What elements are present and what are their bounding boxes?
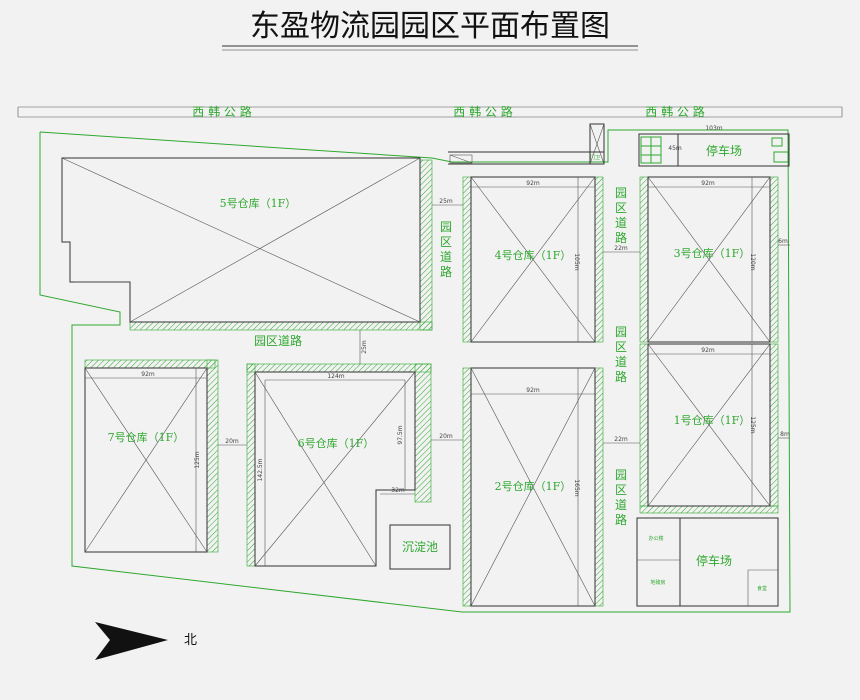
dim-6-124: 124m: [327, 373, 344, 380]
dim-1-92: 92m: [701, 347, 715, 354]
parking-top-label: 停车场: [706, 143, 742, 158]
warehouse-1-label: 1号仓库（1F）: [674, 413, 751, 427]
dim-gap-25a: 25m: [439, 198, 453, 205]
dim-6-1425: 142.5m: [257, 458, 264, 481]
road-label-2: 西 韩 公 路: [453, 104, 512, 119]
park-road-label-v2: 园 区 道 路: [615, 186, 627, 245]
site-boundary: [39, 129, 791, 613]
guard-label: 门卫: [590, 154, 600, 161]
warehouse-6[interactable]: [246, 363, 432, 567]
dim-3-120: 120m: [749, 253, 756, 270]
warehouse-7[interactable]: [84, 359, 219, 553]
warehouse-2-label: 2号仓库（1F）: [495, 479, 572, 493]
warehouse-4[interactable]: [462, 176, 604, 343]
road-label-3: 西 韩 公 路: [645, 104, 704, 119]
warehouse-6-label: 6号仓库（1F）: [298, 436, 375, 450]
north-label: 北: [184, 633, 197, 648]
dim-2-165: 165m: [573, 479, 580, 496]
dim-6-975: 97.5m: [397, 425, 404, 444]
park-road-label-h: 园区道路: [254, 333, 302, 348]
dim-45: 45m: [668, 145, 682, 152]
dim-gap-25b: 25m: [361, 340, 368, 354]
svg-text:路: 路: [615, 230, 627, 245]
park-road-label-v3: 园 区 道 路: [615, 325, 627, 384]
svg-text:路: 路: [615, 512, 627, 527]
svg-text:区: 区: [615, 483, 627, 497]
page-title: 东盈物流园园区平面布置图: [250, 9, 610, 44]
cafe-label: 食堂: [757, 585, 767, 592]
parking-top: [638, 133, 790, 167]
warehouse-4-label: 4号仓库（1F）: [495, 248, 572, 262]
dim-4-92: 92m: [526, 180, 540, 187]
svg-text:道: 道: [615, 216, 627, 230]
warehouse-5[interactable]: [61, 157, 433, 331]
dim-2-92: 92m: [526, 387, 540, 394]
svg-text:路: 路: [615, 369, 627, 384]
svg-text:园: 园: [615, 325, 627, 339]
gap-dims: [218, 204, 790, 446]
dim-gap-6: 6m: [778, 238, 788, 245]
svg-text:道: 道: [440, 250, 452, 264]
dim-gap-22b: 22m: [614, 436, 628, 443]
warehouse-1[interactable]: [639, 343, 779, 514]
warehouse-7-label: 7号仓库（1F）: [108, 430, 185, 444]
dim-4-105: 105m: [573, 253, 580, 270]
dim-gap-20b: 20m: [439, 433, 453, 440]
dim-1-125: 125m: [749, 416, 756, 433]
sedimentation-tank-label: 沉淀池: [402, 540, 438, 554]
svg-text:园: 园: [615, 186, 627, 200]
warehouse-3-label: 3号仓库（1F）: [674, 246, 751, 260]
dim-gap-22a: 22m: [614, 245, 628, 252]
dim-6-32: 32m: [391, 487, 405, 494]
north-arrow-icon: [95, 622, 168, 660]
warehouse-2[interactable]: [462, 367, 604, 607]
road-label-1: 西 韩 公 路: [192, 104, 251, 119]
dim-gap-8: 8m: [780, 431, 790, 438]
warehouse-3[interactable]: [639, 176, 779, 343]
svg-text:园: 园: [615, 468, 627, 482]
svg-text:区: 区: [615, 201, 627, 215]
svg-text:区: 区: [440, 235, 452, 249]
gate-structure: 门卫: [448, 123, 605, 165]
park-road-label-v1: 园 区 道 路: [440, 220, 452, 279]
parking-bottom-label: 停车场: [696, 553, 732, 568]
sedimentation-tank: [389, 524, 451, 570]
svg-text:区: 区: [615, 340, 627, 354]
park-road-label-v4: 园 区 道 路: [615, 468, 627, 527]
dim-3-92: 92m: [701, 180, 715, 187]
office-label: 办公楼: [648, 535, 663, 542]
weigh-label: 地磅房: [650, 579, 665, 586]
dim-7-92: 92m: [141, 371, 155, 378]
svg-text:道: 道: [615, 498, 627, 512]
parking-bottom: [636, 517, 779, 607]
warehouse-5-label: 5号仓库（1F）: [220, 196, 297, 210]
dim-103: 103m: [705, 125, 722, 132]
dim-7-125: 125m: [194, 451, 201, 468]
dim-gap-20a: 20m: [225, 438, 239, 445]
xihan-road: [17, 106, 843, 118]
svg-text:园: 园: [440, 220, 452, 234]
svg-text:路: 路: [440, 264, 452, 279]
svg-text:道: 道: [615, 355, 627, 369]
